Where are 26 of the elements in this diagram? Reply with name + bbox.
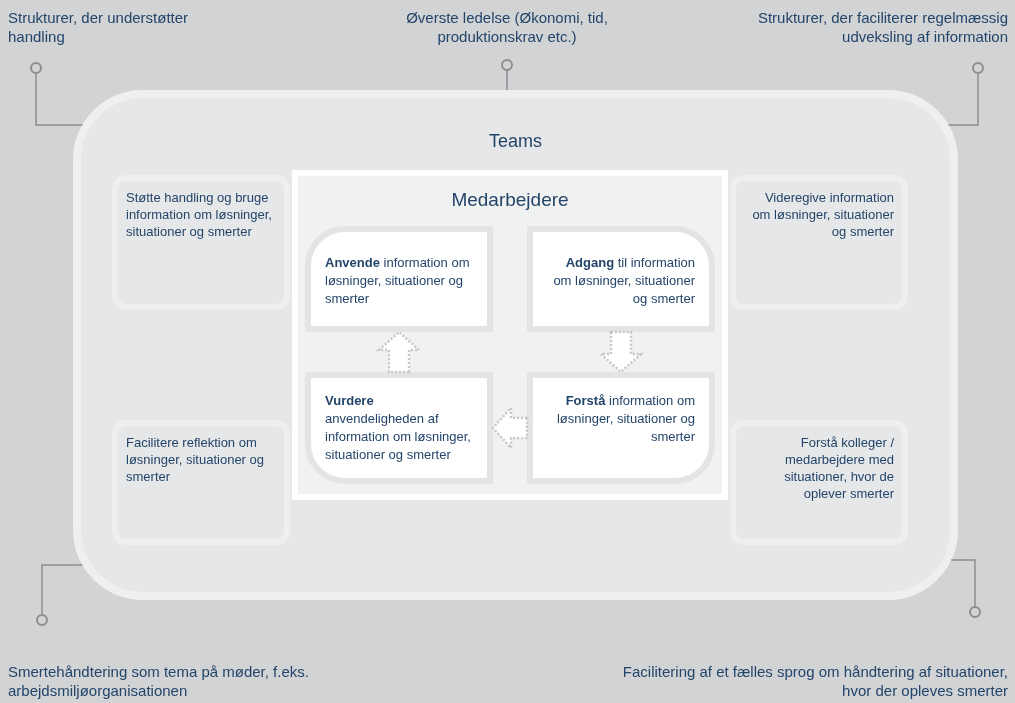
panel-heading: Medarbejdere: [450, 188, 570, 212]
box-text: Facilitere reflektion om løsninger, situationer og smerter: [126, 434, 266, 485]
quadrant-text: Adgang til information om løsninger, situationer og smerter: [552, 254, 695, 308]
callout-text: Strukturer, der understøtter handling: [8, 8, 190, 46]
teams-area: [73, 90, 958, 600]
leader-line: [501, 59, 513, 91]
quadrant-box: [305, 226, 493, 332]
quadrant-box: [527, 226, 715, 332]
quadrant-box: [305, 372, 493, 484]
quadrant-box: [527, 372, 715, 484]
callout-text: Strukturer, der faciliterer regelmæssig udveksling af information: [756, 8, 1008, 46]
box-text: Videregive information om løsninger, situationer og smerter: [751, 189, 894, 240]
employee-panel: [292, 170, 728, 500]
leader-line: [30, 62, 84, 126]
callout-text: Smertehåndtering som tema på møder, f.eks. arbejdsmiljøorganisationen: [8, 662, 310, 700]
callout-text: Øverste ledelse (Økonomi, tid, produktionskrav etc.): [405, 8, 609, 46]
quadrant-text: Anvende information om løsninger, situationer og smerter: [325, 254, 471, 308]
quadrant-text: Vurdere anvendeligheden af information om løsninger, situationer og smerter: [325, 392, 472, 464]
leader-line: [950, 559, 981, 618]
box-text: Forstå kolleger / medarbejdere med situationer, hvor de oplever smerter: [783, 434, 894, 502]
callout-text: Facilitering af et fælles sprog om håndtering af situationer, hvor der opleves smerter: [621, 662, 1008, 700]
leader-line: [36, 564, 84, 626]
leader-line: [947, 62, 984, 126]
area-heading: Teams: [488, 130, 543, 153]
box-text: Støtte handling og bruge information om løsninger, situationer og smerter: [126, 189, 273, 240]
quadrant-text: Forstå information om løsninger, situationer og smerter: [555, 392, 695, 446]
